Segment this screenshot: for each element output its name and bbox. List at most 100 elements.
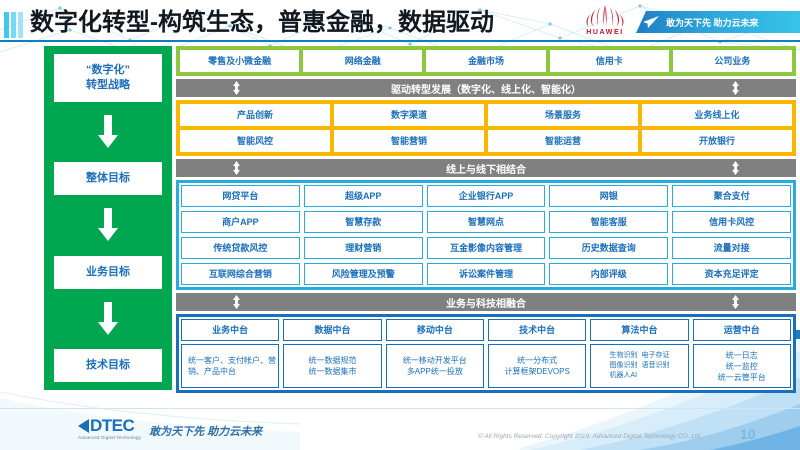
channel-item-2-1[interactable]: 理财营销	[303, 237, 423, 259]
business-item-3[interactable]: 信用卡	[549, 50, 669, 72]
platform-detail-4-right-0: 电子存证	[641, 352, 670, 359]
channel-item-3-3[interactable]: 内部评级	[549, 263, 669, 285]
channel-item-3-0[interactable]: 互联网综合营销	[181, 263, 300, 285]
channel-item-1-0[interactable]: 商户APP	[181, 211, 300, 233]
platform-detail-4-left-0: 生物识别	[609, 352, 638, 359]
double-arrow-vertical-icon-left	[233, 295, 240, 309]
platform-detail-5-line-0: 统一日志	[725, 350, 758, 360]
business-item-4[interactable]: 公司业务	[672, 50, 793, 72]
huawei-flower-icon	[586, 5, 624, 27]
platform-detail-5-line-2: 统一云管平台	[717, 372, 766, 382]
double-arrow-vertical-icon-right	[732, 295, 739, 309]
channel-item-1-3[interactable]: 智能客服	[549, 211, 669, 233]
capability-band: 产品创新 数字渠道 场景服务 业务线上化 智能风控 智能营销 智能运营 开放银行	[176, 100, 796, 156]
platform-detail-1-line-0: 统一数据规范	[308, 356, 357, 365]
business-item-1[interactable]: 网络金融	[303, 50, 423, 72]
platform-detail-2-line-0: 统一移动开发平台	[402, 356, 467, 365]
platform-header-row: 业务中台 数据中台 移动中台 技术中台 算法中台 运营中台	[181, 319, 791, 341]
channel-row-2: 传统贷款风控 理财营销 互金影像内容管理 历史数据查询 流量对接	[181, 237, 791, 259]
page-number: 10	[740, 426, 756, 442]
sidebar-item-strategy[interactable]: “数字化”转型战略	[54, 54, 162, 102]
sidebar-item-overall-goal[interactable]: 整体目标	[54, 162, 162, 196]
platform-header-0[interactable]: 业务中台	[181, 319, 280, 341]
channel-item-0-3[interactable]: 网银	[549, 185, 669, 207]
capability-item-0-2[interactable]: 场景服务	[488, 104, 638, 126]
platform-detail-1[interactable]: 统一数据规范 统一数据集市	[283, 344, 382, 388]
strategy-sidebar: “数字化”转型战略 整体目标 业务目标 技术目标	[44, 46, 172, 390]
platform-detail-4[interactable]: 生物识别 图像识别 机器人AI 电子存证 语音识别	[590, 344, 689, 388]
huawei-slogan-banner: 敢为天下先 助力云未来	[636, 11, 800, 33]
capability-item-1-1[interactable]: 智能营销	[334, 130, 484, 152]
sidebar-item-business-goal[interactable]: 业务目标	[54, 255, 162, 289]
channel-item-1-4[interactable]: 信用卡风控	[672, 211, 791, 233]
dtec-wordmark: DTEC	[90, 416, 135, 435]
capability-item-1-0[interactable]: 智能风控	[180, 130, 330, 152]
sidebar-label-3: 技术目标	[86, 358, 130, 371]
huawei-wordmark: HUAWEI	[586, 29, 624, 36]
channel-row-1: 商户APP 智慧存款 智慧网点 智能客服 信用卡风控	[181, 211, 791, 233]
channel-item-2-3[interactable]: 历史数据查询	[549, 237, 669, 259]
main-diagram: 零售及小微金融 网络金融 金融市场 信用卡 公司业务 驱动转型发展（数字化、线上…	[176, 46, 796, 393]
connector-2-label: 线上与线下相结合	[446, 164, 526, 176]
channel-item-0-1[interactable]: 超级APP	[303, 185, 423, 207]
platform-detail-2-line-1: 多APP统一投放	[406, 367, 463, 376]
capability-item-1-2[interactable]: 智能运营	[488, 130, 638, 152]
huawei-banner-text: 敢为天下先 助力云未来	[666, 17, 759, 28]
channel-item-3-1[interactable]: 风险管理及预警	[303, 263, 423, 285]
channel-item-2-0[interactable]: 传统贷款风控	[181, 237, 300, 259]
channel-item-2-2[interactable]: 互金影像内容管理	[426, 237, 546, 259]
platform-detail-row: 统一客户、支付帐户、营销、产品中台 统一数据规范 统一数据集市 统一移动开发平台…	[181, 344, 791, 388]
page-title: 数字化转型-构筑生态，普惠金融，数据驱动	[30, 9, 494, 36]
footer-divider	[0, 408, 800, 409]
platform-header-2[interactable]: 移动中台	[385, 319, 484, 341]
business-band-row: 零售及小微金融 网络金融 金融市场 信用卡 公司业务	[180, 50, 793, 72]
channel-item-0-2[interactable]: 企业银行APP	[426, 185, 546, 207]
channel-row-0: 网贷平台 超级APP 企业银行APP 网银 聚合支付	[181, 185, 791, 207]
double-arrow-vertical-icon-left	[233, 81, 240, 95]
title-divider	[0, 40, 800, 42]
huawei-logo: HUAWEI	[576, 4, 634, 42]
platform-detail-4-right-1: 语音识别	[641, 362, 670, 369]
platform-detail-3[interactable]: 统一分布式 计算框架DEVOPS	[487, 344, 587, 388]
channel-item-0-0[interactable]: 网贷平台	[181, 185, 300, 207]
capability-item-0-1[interactable]: 数字渠道	[334, 104, 484, 126]
platform-header-3[interactable]: 技术中台	[487, 319, 587, 341]
business-item-0[interactable]: 零售及小微金融	[180, 50, 300, 72]
channel-item-3-2[interactable]: 诉讼案件管理	[426, 263, 546, 285]
title-accent-bars	[4, 10, 30, 38]
platform-header-5[interactable]: 运营中台	[692, 319, 791, 341]
dtec-triangle-icon	[78, 419, 89, 433]
channel-item-2-4[interactable]: 流量对接	[672, 237, 791, 259]
double-arrow-vertical-icon-left	[233, 161, 240, 175]
capability-item-0-0[interactable]: 产品创新	[180, 104, 330, 126]
platform-detail-2[interactable]: 统一移动开发平台 多APP统一投放	[385, 344, 484, 388]
sidebar-item-technology-goal[interactable]: 技术目标	[54, 348, 162, 382]
platform-detail-3-line-1: 计算框架DEVOPS	[504, 367, 570, 376]
capability-item-0-3[interactable]: 业务线上化	[642, 104, 792, 126]
channel-band: 网贷平台 超级APP 企业银行APP 网银 聚合支付 商户APP 智慧存款 智慧…	[176, 180, 796, 290]
channel-item-0-4[interactable]: 聚合支付	[672, 185, 791, 207]
platform-header-4[interactable]: 算法中台	[590, 319, 689, 341]
sidebar-label-1: 整体目标	[86, 172, 130, 185]
capability-item-1-3[interactable]: 开放银行	[642, 130, 792, 152]
channel-item-1-2[interactable]: 智慧网点	[426, 211, 546, 233]
footer-slogan: 敢为天下先 助力云未来	[149, 426, 263, 438]
platform-detail-5[interactable]: 统一日志 统一监控 统一云管平台	[692, 344, 791, 388]
dtec-logo: DTEC Advanced Digital Technology 敢为天下先 助…	[78, 416, 263, 440]
platform-detail-5-line-1: 统一监控	[725, 361, 758, 371]
business-band: 零售及小微金融 网络金融 金融市场 信用卡 公司业务	[176, 46, 796, 76]
channel-item-3-4[interactable]: 资本充足评定	[672, 263, 791, 285]
channel-item-1-1[interactable]: 智慧存款	[303, 211, 423, 233]
double-arrow-vertical-icon-right	[732, 81, 739, 95]
platform-detail-1-line-1: 统一数据集市	[308, 367, 357, 376]
platform-header-1[interactable]: 数据中台	[283, 319, 382, 341]
platform-detail-0[interactable]: 统一客户、支付帐户、营销、产品中台	[181, 344, 280, 388]
connector-3-label: 业务与科技相融合	[446, 298, 526, 310]
business-item-2[interactable]: 金融市场	[426, 50, 546, 72]
connector-driving-transformation: 驱动转型发展（数字化、线上化、智能化）	[176, 79, 796, 97]
platform-detail-0-line-0: 统一客户、支付帐户、营销、产品中台	[188, 356, 276, 376]
copyright-text: © All Rights Reserved. Copyright 2019. A…	[478, 433, 701, 440]
paper-plane-icon	[643, 16, 659, 28]
platform-detail-4-left-1: 图像识别	[609, 362, 638, 369]
